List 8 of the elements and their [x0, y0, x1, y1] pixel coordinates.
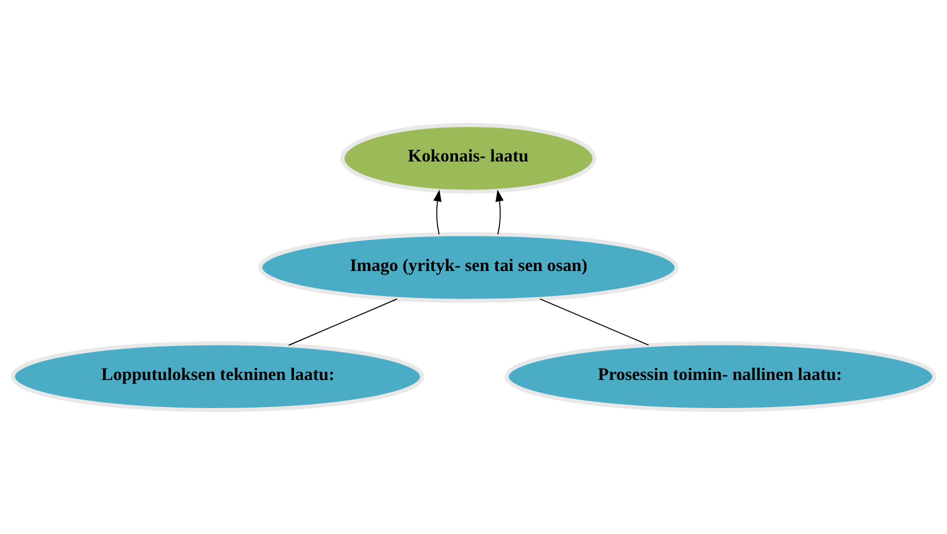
node-ellipse: Kokonais- laatu [340, 122, 596, 194]
connector [288, 298, 398, 346]
node-ellipse: Imago (yrityk- sen tai sen osan) [258, 232, 678, 302]
arrow [433, 189, 442, 234]
node-ellipse: Prosessin toimin- nallinen laatu: [504, 340, 936, 412]
node-ellipse: Lopputuloksen tekninen laatu: [10, 340, 424, 412]
arrow [495, 189, 504, 234]
connector [540, 298, 650, 346]
